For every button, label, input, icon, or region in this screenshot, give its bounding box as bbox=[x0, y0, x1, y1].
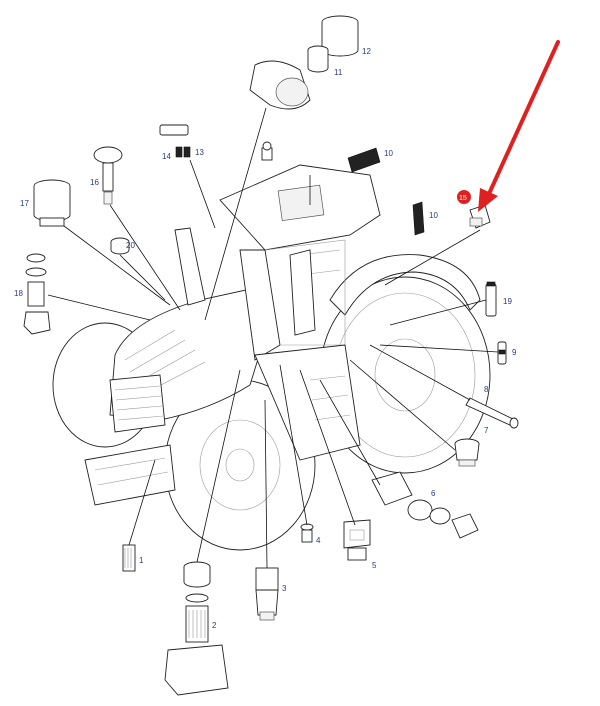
part-sensor-19 bbox=[485, 281, 497, 317]
callout-15: 15 bbox=[459, 195, 467, 202]
part-valve-top bbox=[261, 141, 273, 161]
part-sensor-4 bbox=[300, 523, 314, 543]
callout-6: 6 bbox=[431, 489, 436, 498]
part-air-filter-inner bbox=[307, 45, 329, 73]
callout-7: 7 bbox=[484, 426, 489, 435]
callout-17: 17 bbox=[20, 199, 29, 208]
callout-16: 16 bbox=[90, 178, 99, 187]
red-arrow-indicator bbox=[478, 40, 560, 212]
part-module-5 bbox=[343, 519, 371, 561]
part-cartridge-1 bbox=[122, 544, 136, 572]
leader-lines bbox=[47, 107, 499, 569]
callout-2: 2 bbox=[212, 621, 217, 630]
part-air-filter-housing bbox=[249, 60, 311, 110]
callout-14: 14 bbox=[162, 152, 171, 161]
callout-13: 13 bbox=[195, 148, 204, 157]
callout-1: 1 bbox=[139, 556, 144, 565]
callout-5: 5 bbox=[372, 561, 377, 570]
part-fuel-filter-3 bbox=[255, 567, 279, 621]
callout-20: 20 bbox=[126, 241, 135, 250]
part-air-filter-outer bbox=[321, 15, 359, 57]
part-sensor-15 bbox=[469, 204, 491, 229]
part-panel-10-side bbox=[412, 201, 425, 236]
callout-9: 9 bbox=[512, 348, 517, 357]
callout-10-top: 10 bbox=[384, 149, 393, 158]
part-sensor-16 bbox=[93, 146, 123, 205]
callout-4: 4 bbox=[316, 536, 321, 545]
part-cap-20 bbox=[110, 237, 130, 255]
callout-labels: 1 2 3 4 5 6 7 8 9 10 10 11 12 13 14 15 1… bbox=[14, 47, 517, 630]
callout-19: 19 bbox=[503, 297, 512, 306]
tractor-outline bbox=[52, 164, 491, 551]
callout-12: 12 bbox=[362, 47, 371, 56]
part-filter-6 bbox=[371, 471, 479, 539]
part-rod-8 bbox=[465, 397, 519, 429]
part-sensor-9 bbox=[497, 341, 507, 365]
part-sensor-13-14 bbox=[159, 124, 191, 158]
highlight-circle-15 bbox=[457, 190, 471, 204]
callout-8: 8 bbox=[484, 385, 489, 394]
part-canister-17 bbox=[33, 179, 71, 227]
part-pump-7 bbox=[454, 438, 480, 467]
part-oil-filter-2 bbox=[164, 561, 229, 696]
callout-10-side: 10 bbox=[429, 211, 438, 220]
callout-18: 18 bbox=[14, 289, 23, 298]
part-panel-10-top bbox=[347, 147, 381, 173]
callout-11: 11 bbox=[334, 68, 343, 77]
part-filter-18 bbox=[23, 253, 51, 335]
callout-3: 3 bbox=[282, 584, 287, 593]
